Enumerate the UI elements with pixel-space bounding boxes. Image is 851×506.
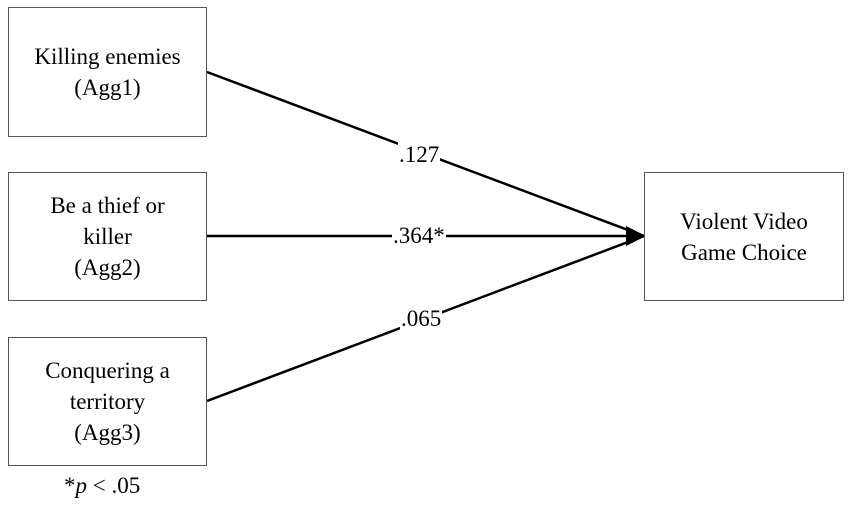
predictor-box-agg2: Be a thief or killer (Agg2)	[8, 172, 207, 301]
predictor-box-agg1: Killing enemies (Agg1)	[8, 7, 207, 137]
predictor-label-line: (Agg3)	[74, 420, 141, 445]
predictor-label-line: territory	[69, 389, 146, 414]
predictor-label-line: killer	[83, 224, 132, 249]
predictor-label-line: Be a thief or	[50, 193, 165, 218]
predictor-label-line: (Agg2)	[74, 255, 141, 280]
predictor-box-agg3: Conquering a territory (Agg3)	[8, 337, 207, 466]
note-prefix: *	[64, 473, 76, 498]
outcome-label-line: Game Choice	[681, 239, 807, 265]
note-symbol: p	[75, 473, 88, 498]
outcome-label-line: Violent Video	[680, 208, 808, 234]
outcome-box: Violent Video Game Choice	[644, 172, 844, 301]
path-coefficient-agg1: .127	[398, 142, 441, 168]
predictor-label-line: Killing enemies	[34, 44, 181, 69]
predictor-label-line: (Agg1)	[74, 75, 141, 100]
predictor-label-line: Conquering a	[45, 358, 170, 383]
path-coefficient-agg2: .364*	[392, 223, 446, 249]
note-suffix: < .05	[87, 473, 141, 498]
significance-note: *p < .05	[64, 472, 140, 500]
path-coefficient-agg3: .065	[400, 306, 443, 332]
